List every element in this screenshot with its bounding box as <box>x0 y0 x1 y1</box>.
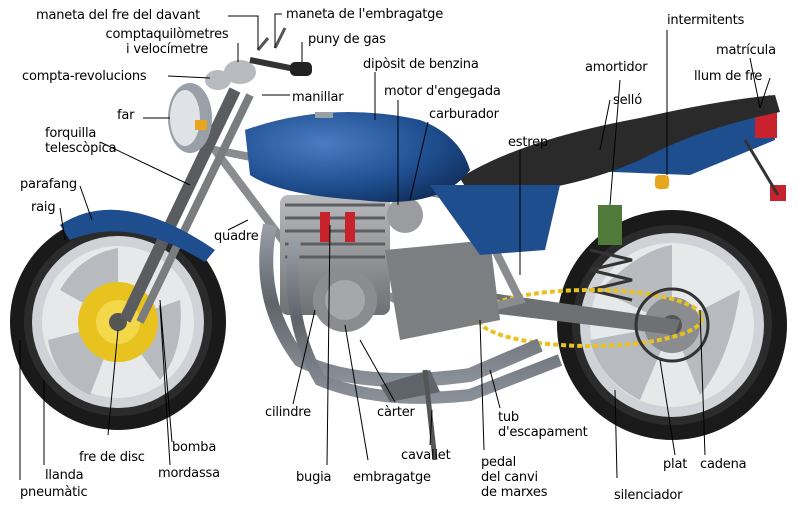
rear-turn-signal <box>655 175 669 189</box>
label-maneta-embragatge: maneta de l'embragatge <box>286 7 444 22</box>
label-fre-disc: fre de disc <box>79 450 145 465</box>
label-cilindre: cilindre <box>265 405 311 420</box>
label-sello: selló <box>613 93 642 108</box>
leader-lines <box>19 13 771 480</box>
front-fork <box>119 87 254 324</box>
label-silenciador: silenciador <box>614 488 683 503</box>
label-cadena: cadena <box>700 457 747 472</box>
label-llum-fre: llum de fre <box>694 69 763 84</box>
label-manillar: manillar <box>292 90 344 105</box>
rear-sprocket <box>634 287 710 363</box>
tachometer <box>205 70 231 90</box>
label-comptaquilometres: comptaquilòmetres i velocímetre <box>105 27 229 57</box>
label-pedal: pedal del canvi de marxes <box>481 455 548 500</box>
side-cover <box>430 185 560 255</box>
engine <box>280 195 500 340</box>
clutch-lever <box>273 27 287 49</box>
label-diposit: dipòsit de benzina <box>363 57 479 72</box>
label-far: far <box>117 108 135 123</box>
label-raig: raig <box>31 200 56 215</box>
stand <box>422 369 438 461</box>
label-puny-gas: puny de gas <box>308 32 386 47</box>
label-embragatge: embragatge <box>353 470 431 485</box>
label-matricula: matrícula <box>716 43 776 58</box>
label-carter: càrter <box>377 405 415 420</box>
label-cavallet: cavallet <box>401 448 451 463</box>
label-compta-revolucions: compta-revolucions <box>22 69 147 84</box>
label-tub: tub d'escapament <box>498 410 588 440</box>
label-bomba: bomba <box>172 440 217 455</box>
label-llanda: llanda <box>45 468 84 483</box>
speedometer <box>224 60 256 84</box>
front-wheel <box>10 214 226 430</box>
shock-absorber <box>589 205 633 302</box>
front-mudguard <box>60 209 215 262</box>
label-intermitents: intermitents <box>667 13 745 28</box>
seat <box>460 95 780 195</box>
fuel-tank <box>245 112 470 202</box>
label-amortidor: amortidor <box>585 60 648 75</box>
chain <box>476 288 704 348</box>
label-estrep: estrep <box>508 135 548 150</box>
label-maneta-fre: maneta del fre del davant <box>36 8 201 23</box>
label-mordassa: mordassa <box>158 466 220 481</box>
throttle-grip <box>290 62 312 76</box>
brake-lever <box>256 37 270 51</box>
label-pneumatic: pneumàtic <box>20 485 88 500</box>
label-carburador: carburador <box>429 107 499 122</box>
carburetor <box>387 197 423 233</box>
label-forquilla: forquilla telescòpica <box>45 126 117 156</box>
label-bugia: bugia <box>296 470 332 485</box>
label-motor: motor d'engegada <box>384 84 501 99</box>
label-parafang: parafang <box>20 177 77 192</box>
label-plat: plat <box>663 457 688 472</box>
label-quadre: quadre <box>214 229 259 244</box>
